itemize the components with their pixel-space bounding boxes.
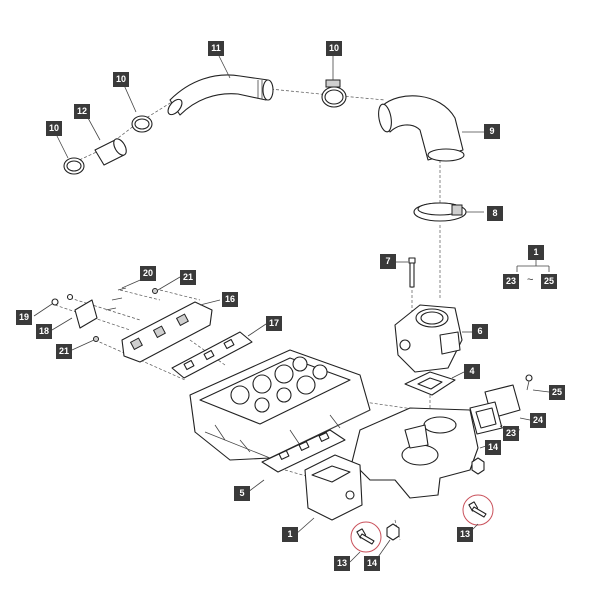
range-separator: ~	[527, 274, 534, 286]
callout-4: 4	[464, 364, 480, 379]
part-18-bracket	[66, 293, 98, 329]
callout-10: 10	[326, 41, 342, 56]
part-19-bolt	[51, 298, 59, 306]
part-10-hose-clamp	[131, 115, 153, 133]
part-13-bolt	[350, 521, 382, 553]
part-23-gasket	[469, 401, 503, 435]
part-5-manifold-gasket	[261, 429, 346, 473]
callout-24: 24	[530, 413, 546, 428]
callout-19: 19	[16, 310, 32, 325]
callout-11: 11	[208, 41, 224, 56]
callout-14: 14	[485, 440, 501, 455]
part-17-exhaust-gasket	[171, 331, 253, 379]
part-21-nut	[152, 288, 158, 294]
callout-12: 12	[74, 104, 90, 119]
part-4-gasket	[404, 371, 456, 396]
callout-18: 18	[36, 324, 52, 339]
callout-6: 6	[472, 324, 488, 339]
callout-21: 21	[56, 344, 72, 359]
part-12-sleeve	[94, 138, 127, 166]
cylinder-head	[189, 349, 371, 461]
callout-25: 25	[549, 385, 565, 400]
callout-16: 16	[222, 292, 238, 307]
part-20-stud	[105, 287, 127, 311]
part-8-band-clamp	[413, 202, 467, 222]
part-14-nut	[471, 457, 485, 475]
callout-1: 1	[282, 527, 298, 542]
callout-9: 9	[484, 124, 500, 139]
callout-5: 5	[234, 486, 250, 501]
assembly-line	[54, 297, 186, 381]
callout-17: 17	[266, 316, 282, 331]
callout-23: 23	[503, 274, 519, 289]
callout-1: 1	[528, 245, 544, 260]
callout-25: 25	[541, 274, 557, 289]
part-10-hose-clamp	[63, 157, 85, 175]
callout-23: 23	[503, 426, 519, 441]
part-11-intake-hose	[167, 74, 274, 116]
callout-10: 10	[46, 121, 62, 136]
callout-14: 14	[364, 556, 380, 571]
part-21-nut	[93, 336, 99, 342]
callout-13: 13	[334, 556, 350, 571]
callout-13: 13	[457, 527, 473, 542]
part-14-nut	[386, 523, 400, 541]
part-10-hose-clamp	[321, 79, 347, 108]
part-25-screw	[525, 374, 533, 391]
part-6-throttle-body	[394, 304, 463, 373]
part-13-bolt	[462, 494, 494, 526]
callout-20: 20	[140, 266, 156, 281]
part-9-elbow-hose	[378, 95, 465, 162]
part-1-intake-manifold	[304, 407, 479, 521]
callout-8: 8	[487, 206, 503, 221]
part-7-bolt	[408, 257, 416, 288]
part-16-exhaust-manifold	[121, 301, 213, 363]
callout-7: 7	[380, 254, 396, 269]
callout-21: 21	[180, 270, 196, 285]
callout-10: 10	[113, 72, 129, 87]
